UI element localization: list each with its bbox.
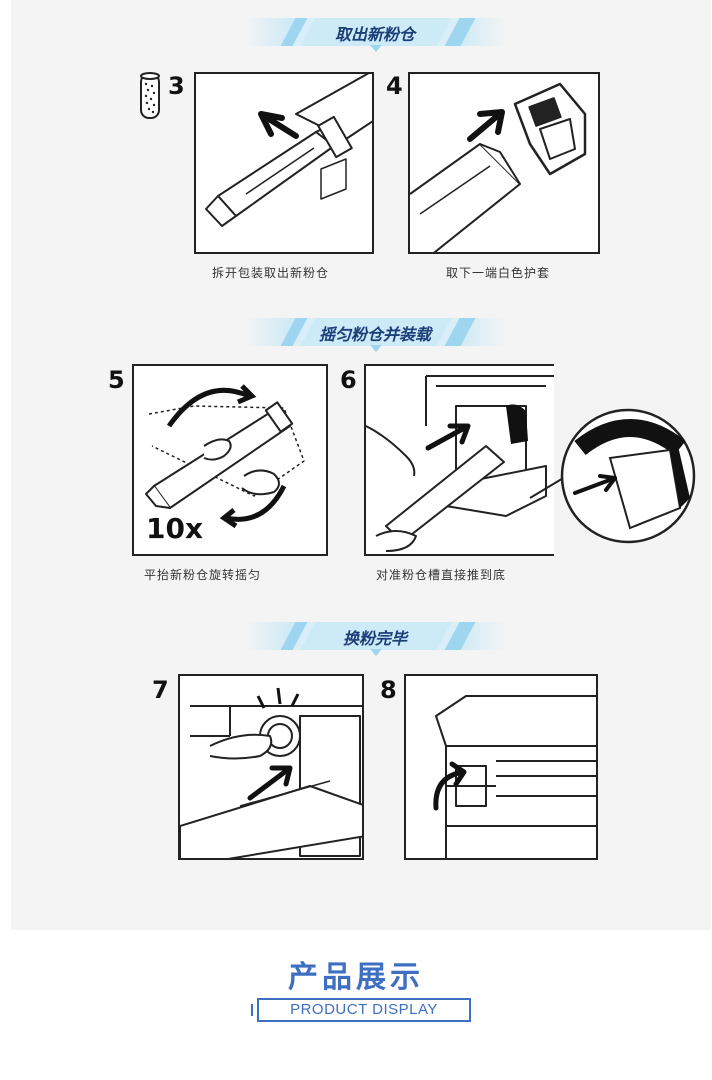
section-banner-2: 摇匀粉仓并装载 bbox=[0, 318, 712, 352]
step-5-illustration: 10x bbox=[132, 364, 328, 556]
step-caption: 取下一端白色护套 bbox=[446, 266, 551, 280]
section-banner-3: 换粉完毕 bbox=[0, 622, 712, 656]
toner-cartridge-icon bbox=[140, 72, 160, 119]
zoom-detail-icon bbox=[529, 408, 696, 544]
step-3-illustration bbox=[194, 72, 374, 254]
step-7-illustration bbox=[178, 674, 364, 860]
product-display-title: 产品展示 bbox=[288, 960, 424, 995]
step-number: 8 bbox=[380, 676, 397, 704]
product-display-subtitle: PRODUCT DISPLAY bbox=[251, 998, 471, 1022]
step-number: 6 bbox=[340, 366, 357, 394]
step-caption: 拆开包装取出新粉仓 bbox=[212, 266, 330, 280]
section-banner-1: 取出新粉仓 bbox=[0, 18, 712, 52]
section-title: 换粉完毕 bbox=[342, 629, 407, 648]
step-4-illustration bbox=[408, 72, 600, 254]
step-number: 5 bbox=[108, 366, 125, 394]
step-number: 4 bbox=[386, 72, 403, 100]
step-caption: 对准粉仓槽直接推到底 bbox=[376, 568, 507, 582]
section-title: 取出新粉仓 bbox=[334, 25, 415, 44]
shake-count-label: 10x bbox=[146, 512, 204, 545]
step-caption: 平抬新粉仓旋转摇匀 bbox=[144, 568, 262, 582]
step-6-illustration bbox=[364, 364, 554, 556]
step-number: 3 bbox=[168, 72, 185, 100]
step-number: 7 bbox=[152, 676, 169, 704]
step-8-illustration bbox=[404, 674, 598, 860]
section-title: 摇匀粉仓并装载 bbox=[318, 325, 431, 344]
